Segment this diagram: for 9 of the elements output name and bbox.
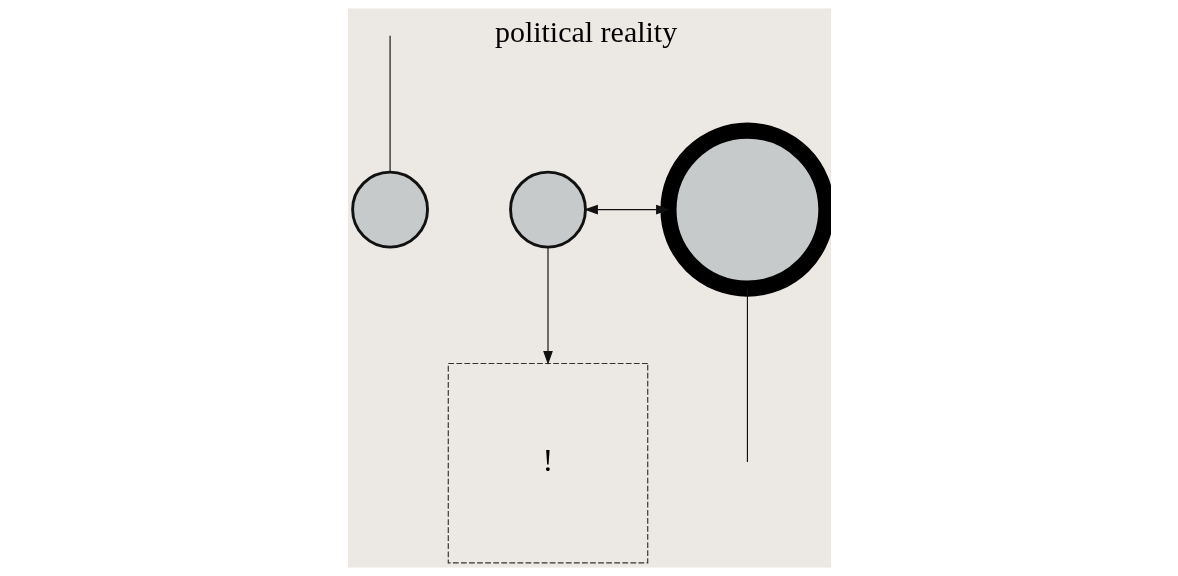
node-circle bbox=[508, 170, 587, 249]
connector bbox=[389, 35, 391, 173]
arrow bbox=[542, 246, 553, 365]
node-circle bbox=[350, 170, 429, 249]
arrow bbox=[583, 204, 670, 215]
label: political reality bbox=[494, 14, 677, 48]
node-box: ! bbox=[447, 362, 648, 564]
node-circle bbox=[659, 122, 831, 297]
connector bbox=[746, 288, 748, 463]
